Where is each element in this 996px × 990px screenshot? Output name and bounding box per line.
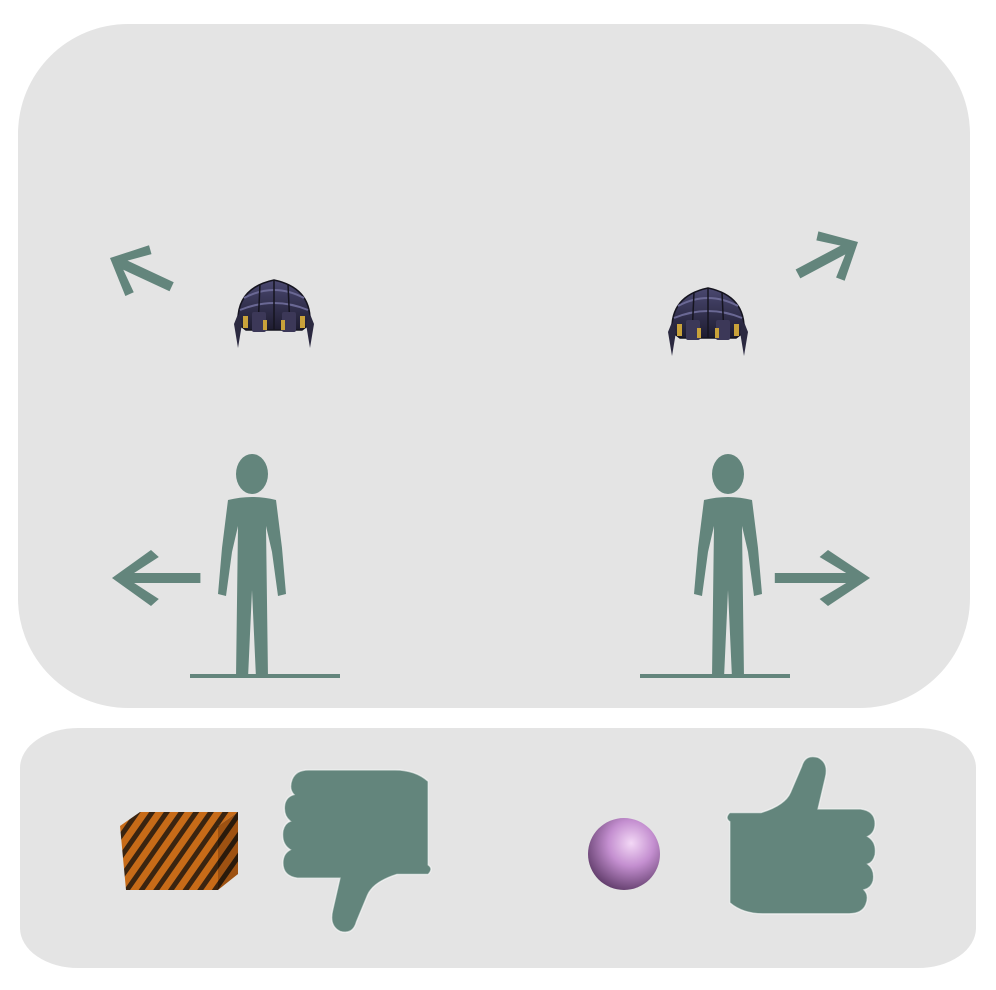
left-robot-arrow (98, 232, 184, 313)
person-icon (218, 454, 286, 678)
right-robot-arrow (784, 217, 872, 299)
hovering-robot-icon (233, 279, 315, 349)
sphere-icon (588, 818, 660, 890)
right-person-arrow (774, 550, 870, 606)
hovering-robot-icon (667, 287, 749, 357)
thumbs-up-icon (726, 755, 877, 915)
person-icon (694, 454, 762, 678)
thumbs-down-icon (281, 769, 432, 933)
left-person-arrow (112, 550, 201, 606)
scene-panel (18, 24, 970, 708)
striped-box-icon (120, 812, 238, 890)
